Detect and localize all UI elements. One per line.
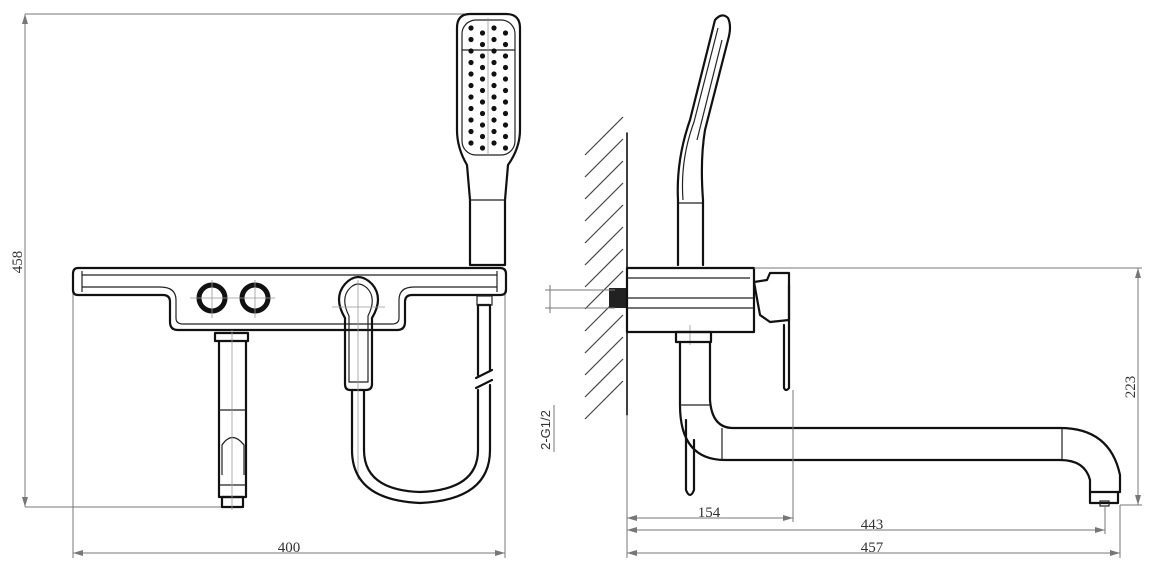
dim-depth-457: 457 bbox=[627, 505, 1121, 558]
nozzle-dot bbox=[468, 140, 474, 146]
dim-height-223: 223 bbox=[754, 267, 1142, 506]
nozzle-dot bbox=[502, 133, 509, 140]
nozzle-dot bbox=[491, 140, 497, 146]
nozzle-dot bbox=[479, 41, 486, 48]
hatch-line bbox=[584, 204, 624, 244]
nozzle-dot bbox=[491, 71, 497, 77]
dim-label-457: 457 bbox=[861, 540, 884, 556]
hatch-line bbox=[584, 248, 624, 288]
hatch-line bbox=[584, 182, 624, 222]
dim-label-400: 400 bbox=[278, 540, 301, 556]
nozzle-dot bbox=[479, 145, 486, 151]
nozzle-dot bbox=[468, 82, 474, 89]
nozzle-dot bbox=[468, 25, 474, 31]
nozzle-dot bbox=[468, 71, 474, 77]
nozzle-dot bbox=[502, 87, 509, 94]
nozzle-dot bbox=[491, 48, 497, 54]
nozzle-dot bbox=[502, 76, 509, 82]
nozzle-dot bbox=[479, 64, 486, 71]
nozzle-dot bbox=[502, 110, 509, 117]
dim-label-443: 443 bbox=[861, 517, 884, 533]
nozzle-dot bbox=[502, 99, 509, 105]
dim-label-458: 458 bbox=[10, 251, 26, 274]
spout-pipe-front bbox=[213, 330, 250, 510]
shower-hose-front bbox=[350, 295, 494, 505]
nozzle-dot bbox=[468, 117, 474, 123]
nozzle-dot bbox=[502, 41, 509, 48]
hand-shower-side bbox=[676, 14, 732, 267]
dim-reach-443: 443 bbox=[627, 505, 1106, 534]
nozzle-dot bbox=[491, 94, 497, 100]
hatch-line bbox=[584, 336, 624, 376]
nozzle-dot bbox=[479, 76, 486, 82]
nozzle-dot bbox=[479, 30, 486, 36]
nozzle-dot bbox=[468, 36, 474, 43]
nozzle-dot bbox=[468, 48, 474, 54]
nozzle-dot bbox=[502, 30, 509, 36]
nozzle-dot bbox=[479, 122, 486, 128]
mixer-lever-front bbox=[332, 275, 385, 480]
nozzle-dot bbox=[491, 105, 497, 112]
dim-depth-154: 154 bbox=[626, 390, 794, 558]
nozzle-dot bbox=[468, 105, 474, 112]
mixer-body-side bbox=[625, 266, 791, 392]
side-view: 2-G1/2 bbox=[538, 14, 1142, 558]
nozzle-dot bbox=[491, 25, 497, 31]
wall-connector bbox=[609, 288, 627, 308]
nozzle-dot bbox=[468, 59, 474, 66]
nozzle-dot bbox=[502, 64, 509, 71]
spout-side bbox=[674, 330, 1122, 507]
hatch-line bbox=[584, 160, 624, 200]
dim-connection: 2-G1/2 bbox=[538, 285, 615, 452]
nozzle-dot bbox=[491, 117, 497, 123]
hatch-line bbox=[584, 314, 624, 354]
nozzle-dot bbox=[468, 94, 474, 100]
nozzle-dot bbox=[502, 145, 509, 151]
dim-width-400: 400 bbox=[72, 290, 506, 558]
hatch-line bbox=[584, 226, 624, 266]
control-knobs bbox=[190, 280, 275, 318]
nozzle-dot bbox=[479, 53, 486, 59]
hatch-line bbox=[584, 380, 624, 420]
front-view: 458 400 bbox=[10, 12, 522, 558]
dim-height-458: 458 bbox=[10, 13, 470, 508]
nozzle-dot bbox=[479, 110, 486, 117]
nozzle-dot bbox=[479, 133, 486, 140]
hand-shower-front bbox=[455, 12, 522, 267]
hatch-line bbox=[584, 358, 624, 398]
nozzle-dot bbox=[502, 122, 509, 128]
hatch-line bbox=[584, 116, 624, 156]
nozzle-dot bbox=[468, 128, 474, 135]
dim-label-223: 223 bbox=[1123, 376, 1139, 399]
wall-hatch bbox=[584, 116, 628, 420]
nozzle-dot bbox=[502, 53, 509, 59]
nozzle-dot bbox=[491, 59, 497, 66]
dim-label-154: 154 bbox=[698, 505, 721, 521]
nozzle-dot bbox=[491, 82, 497, 89]
nozzle-dot bbox=[479, 87, 486, 94]
nozzle-dot bbox=[491, 128, 497, 135]
nozzle-dot bbox=[491, 36, 497, 43]
dim-label-connection: 2-G1/2 bbox=[538, 410, 553, 450]
nozzle-dot bbox=[479, 99, 486, 105]
hatch-line bbox=[584, 138, 624, 178]
shelf-body-front bbox=[71, 266, 508, 332]
